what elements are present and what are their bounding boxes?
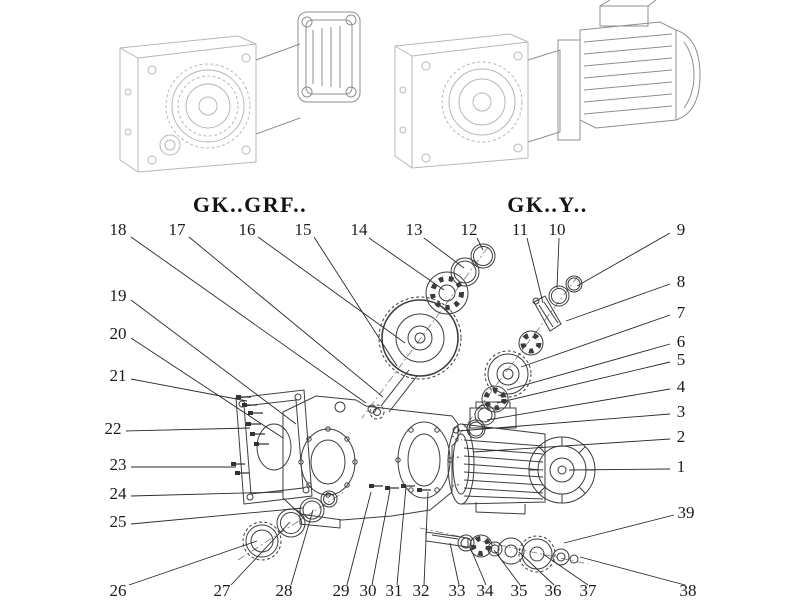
leader-line-2 [472, 438, 671, 453]
callout-7: 7 [677, 303, 686, 322]
callout-4: 4 [677, 377, 686, 396]
leader-line-12 [476, 237, 484, 251]
leader-line-28 [290, 509, 314, 586]
assembled-view-grf [119, 11, 361, 173]
callout-2: 2 [677, 427, 686, 446]
leader-line-27 [230, 521, 291, 586]
leader-line-1 [568, 468, 671, 471]
callout-21: 21 [110, 366, 127, 385]
callout-14: 14 [351, 220, 369, 239]
leader-line-6 [506, 343, 671, 391]
callout-13: 13 [406, 220, 423, 239]
leader-line-21 [130, 378, 248, 402]
leader-line-29 [346, 491, 372, 586]
leader-line-34 [469, 546, 487, 586]
leader-line-7 [520, 314, 671, 368]
callout-29: 29 [333, 581, 350, 600]
callout-31: 31 [386, 581, 403, 600]
leader-line-38 [579, 556, 686, 586]
callout-11: 11 [512, 220, 528, 239]
input-flange-grf [255, 11, 361, 135]
leader-line-37 [542, 553, 589, 586]
leader-line-35 [493, 549, 521, 586]
callout-25: 25 [110, 512, 127, 531]
leader-line-31 [396, 486, 407, 586]
variant-label-grf: GK..GRF.. [192, 192, 308, 217]
leader-line-16 [257, 236, 406, 344]
callout-17: 17 [169, 220, 187, 239]
callout-18: 18 [110, 220, 127, 239]
leader-line-26 [128, 540, 258, 586]
shim-rings [242, 490, 338, 561]
leader-line-14 [368, 237, 445, 291]
leader-lines [125, 232, 686, 586]
callout-39: 39 [678, 503, 695, 522]
leader-line-3 [457, 413, 671, 432]
leader-line-8 [565, 283, 671, 322]
callout-34: 34 [477, 581, 495, 600]
callout-6: 6 [677, 332, 686, 351]
callout-1: 1 [677, 457, 686, 476]
callout-22: 22 [105, 419, 122, 438]
flange-bolts [231, 395, 269, 475]
callout-30: 30 [360, 581, 377, 600]
callout-35: 35 [511, 581, 528, 600]
mounting-flange-plate [235, 389, 313, 505]
leader-line-18 [130, 236, 367, 404]
callout-38: 38 [680, 581, 697, 600]
leader-line-25 [130, 507, 304, 525]
callout-5: 5 [677, 350, 686, 369]
callout-12: 12 [461, 220, 478, 239]
leader-line-17 [188, 236, 384, 398]
leader-line-13 [423, 237, 465, 269]
callout-36: 36 [545, 581, 562, 600]
callout-16: 16 [239, 220, 256, 239]
callout-20: 20 [110, 324, 127, 343]
leader-line-15 [313, 236, 398, 367]
callout-19: 19 [110, 286, 127, 305]
callout-9: 9 [677, 220, 686, 239]
leader-line-11 [526, 237, 544, 304]
callout-15: 15 [295, 220, 312, 239]
output-shaft-assembly [425, 531, 579, 573]
assembled-view-gky [394, 0, 701, 169]
input-gear-stack [369, 243, 496, 420]
leader-line-30 [371, 489, 391, 586]
motor-gky [527, 0, 701, 143]
centerlines [237, 246, 589, 565]
leader-line-5 [496, 361, 671, 404]
leader-line-24 [130, 491, 284, 497]
electric-motor [447, 401, 596, 515]
leader-line-9 [576, 232, 671, 287]
callout-26: 26 [110, 581, 127, 600]
leader-line-36 [518, 551, 555, 586]
leader-line-39 [563, 514, 675, 544]
leader-line-20 [130, 337, 284, 439]
callout-27: 27 [214, 581, 232, 600]
callout-24: 24 [110, 484, 128, 503]
callout-33: 33 [449, 581, 466, 600]
callout-23: 23 [110, 455, 127, 474]
variant-label-gky: GK..Y.. [507, 192, 588, 217]
leader-line-22 [125, 427, 251, 432]
callout-32: 32 [413, 581, 430, 600]
leader-line-19 [130, 299, 297, 425]
callout-28: 28 [276, 581, 293, 600]
callout-10: 10 [549, 220, 566, 239]
leader-line-4 [486, 388, 671, 421]
callout-3: 3 [677, 402, 686, 421]
leader-line-10 [556, 237, 560, 289]
callout-8: 8 [677, 272, 686, 291]
callout-37: 37 [580, 581, 598, 600]
leader-line-33 [449, 542, 460, 586]
leader-line-32 [423, 491, 429, 586]
